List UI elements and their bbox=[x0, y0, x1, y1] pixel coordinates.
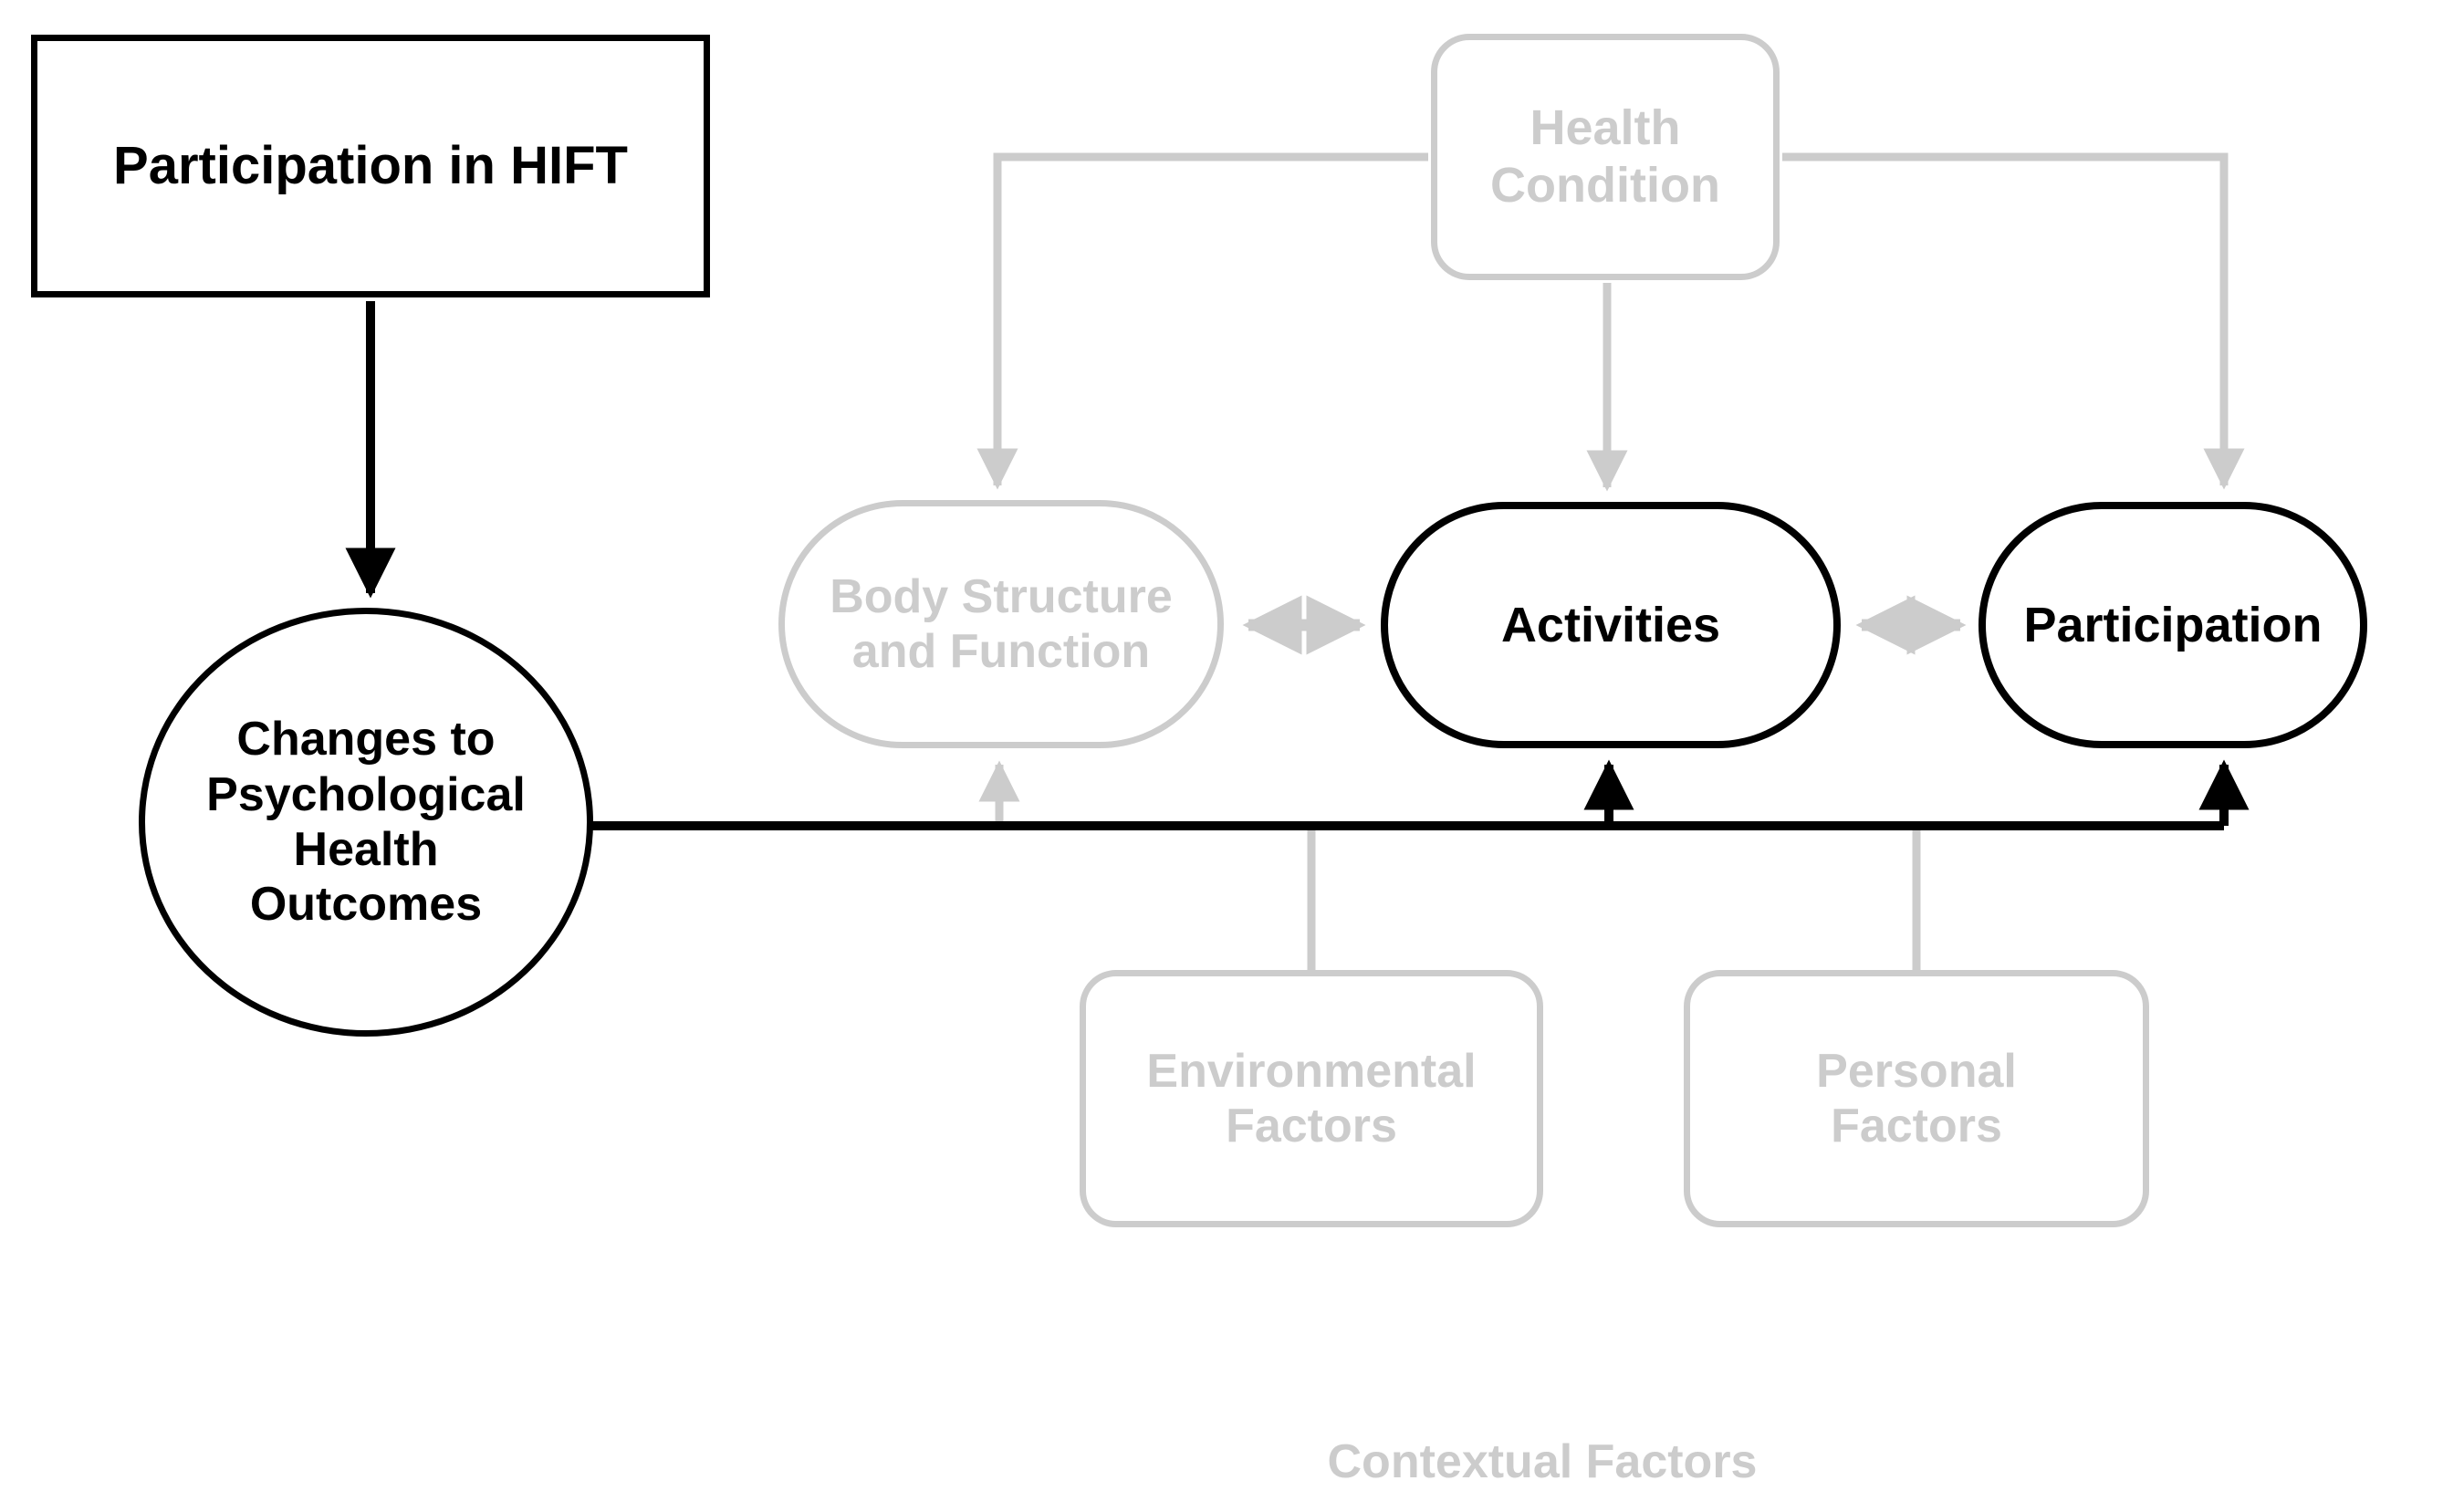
node-label-outcomes: Changes to Psychological Health Outcomes bbox=[206, 713, 526, 932]
node-participation[interactable]: Participation bbox=[1979, 502, 2367, 748]
node-health-condition[interactable]: Health Condition bbox=[1431, 34, 1780, 280]
node-body-structure-and-function[interactable]: Body Structure and Function bbox=[778, 500, 1224, 748]
node-label-personal-factors: Personal Factors bbox=[1816, 1044, 2017, 1152]
node-personal-factors[interactable]: Personal Factors bbox=[1684, 970, 2149, 1227]
node-label-participation: Participation bbox=[2023, 597, 2323, 652]
contextual-factors-caption: Contextual Factors bbox=[1327, 1435, 1758, 1488]
node-activities[interactable]: Activities bbox=[1381, 502, 1841, 748]
node-participation-in-hift[interactable]: Participation in HIFT bbox=[31, 35, 710, 297]
edge-health-to-body-structure bbox=[976, 152, 1428, 490]
node-psychological-health-outcomes[interactable]: Changes to Psychological Health Outcomes bbox=[139, 608, 593, 1037]
node-label-health-condition: Health Condition bbox=[1490, 100, 1720, 213]
edge-health-to-participation bbox=[1782, 152, 2245, 490]
node-label-activities: Activities bbox=[1500, 597, 1721, 652]
node-label-environmental-factors: Environmental Factors bbox=[1146, 1044, 1477, 1152]
node-environmental-factors[interactable]: Environmental Factors bbox=[1080, 970, 1543, 1227]
node-label-body-structure: Body Structure and Function bbox=[830, 569, 1173, 678]
node-label-hift: Participation in HIFT bbox=[113, 136, 628, 196]
